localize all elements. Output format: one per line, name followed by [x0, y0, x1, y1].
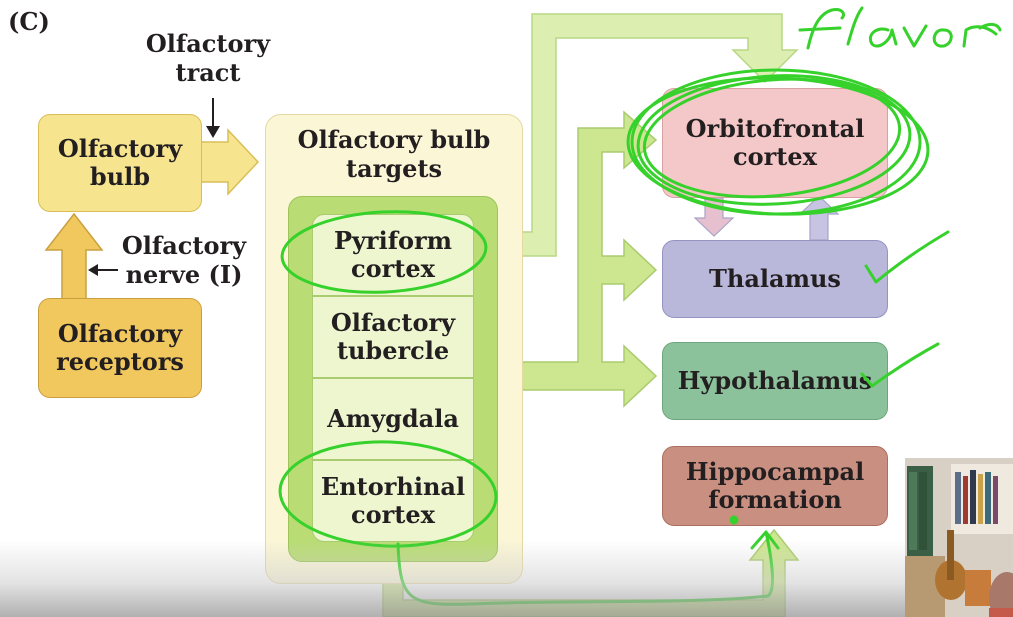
panel-label: (C): [8, 7, 50, 36]
olfactory-tubercle-cell: Olfactory tubercle: [312, 296, 474, 378]
nerve-pointer-arrow: [88, 264, 118, 276]
orbitofrontal-cortex-box: Orbitofrontal cortex: [662, 88, 888, 198]
thalamus-to-ofc-arrow: [798, 195, 840, 241]
bulb-targets-title: Olfactory bulb targets: [297, 125, 491, 183]
ofc-to-thalamus-arrow: [693, 197, 735, 237]
thalamus-box: Thalamus: [662, 240, 888, 318]
tract-arrow: [199, 128, 260, 196]
hippocampal-formation-box: Hippocampal formation: [662, 446, 888, 526]
pyriform-cortex-cell: Pyriform cortex: [312, 214, 474, 296]
nerve-arrow: [44, 212, 104, 301]
olfactory-nerve-label: Olfactory nerve (I): [121, 231, 247, 289]
entorhinal-cortex-cell: Entorhinal cortex: [312, 460, 474, 542]
olfactory-receptors-box: Olfactory receptors: [38, 298, 202, 398]
webcam-inset: [905, 458, 1013, 617]
olfactory-tract-label: Olfactory tract: [145, 29, 271, 87]
hypothalamus-box: Hypothalamus: [662, 342, 888, 420]
webcam-scene: [905, 458, 1013, 617]
amygdala-cell: Amygdala: [312, 378, 474, 460]
tract-pointer-arrow: [206, 98, 220, 138]
pyriform-to-ofc-arrow: [475, 13, 799, 257]
olfactory-bulb-box: Olfactory bulb: [38, 114, 202, 212]
